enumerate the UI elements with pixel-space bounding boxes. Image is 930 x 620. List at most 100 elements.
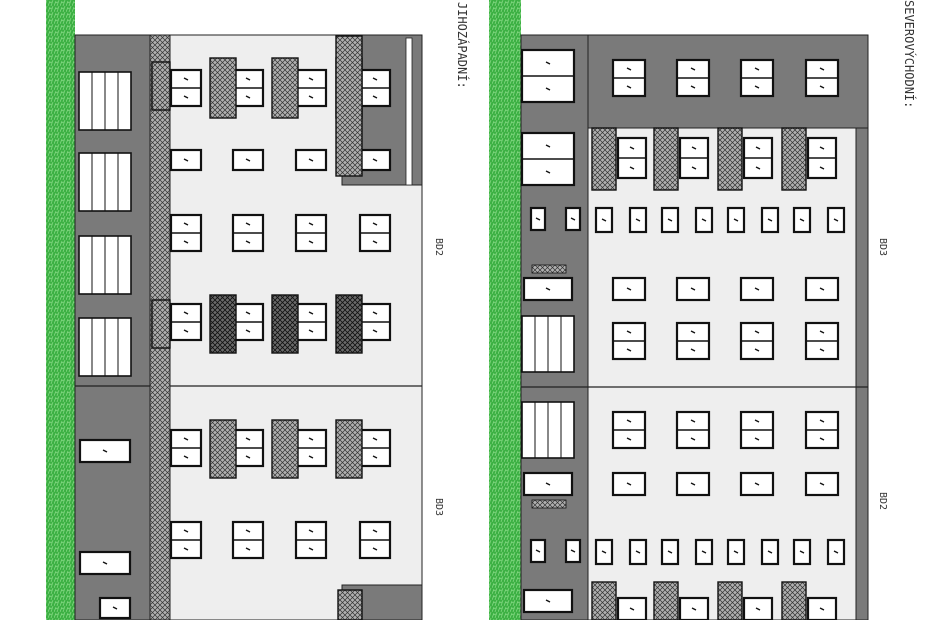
window xyxy=(760,538,780,566)
window xyxy=(529,538,547,564)
right-building-label-2: BD2 xyxy=(877,492,888,510)
balcony-railing xyxy=(271,294,299,354)
window xyxy=(826,206,846,234)
vent-grille xyxy=(531,264,567,274)
right-windows xyxy=(594,58,846,566)
window xyxy=(804,410,840,450)
window xyxy=(611,410,647,450)
left-building-label-1: BD2 xyxy=(433,238,444,256)
window xyxy=(294,213,328,253)
window xyxy=(520,131,576,187)
window xyxy=(678,136,710,180)
balcony-railing xyxy=(151,61,171,111)
window xyxy=(806,136,838,180)
window xyxy=(804,471,840,497)
window xyxy=(678,596,710,620)
window xyxy=(694,206,714,234)
balcony-railing xyxy=(209,419,237,479)
window xyxy=(529,206,547,232)
window xyxy=(520,48,576,104)
window xyxy=(742,596,774,620)
window xyxy=(660,206,680,234)
window xyxy=(169,68,203,108)
window xyxy=(231,302,265,342)
window xyxy=(611,471,647,497)
window xyxy=(169,520,203,560)
window xyxy=(660,538,680,566)
balcony-railing xyxy=(337,589,363,620)
window xyxy=(358,68,392,108)
garage-door xyxy=(521,401,575,459)
garage-door xyxy=(78,317,132,377)
window xyxy=(358,148,392,172)
balcony-railing xyxy=(209,57,237,119)
right-grass-strip xyxy=(489,0,521,620)
window xyxy=(169,428,203,468)
window xyxy=(358,428,392,468)
window xyxy=(522,471,574,497)
balcony-railing xyxy=(591,581,617,620)
window xyxy=(628,538,648,566)
window xyxy=(78,550,132,576)
right-elevation-title: SEVEROVÝCHODNÍ: xyxy=(902,0,917,108)
window xyxy=(358,213,392,253)
window xyxy=(628,206,648,234)
window xyxy=(739,410,775,450)
garage-door xyxy=(78,71,132,131)
window xyxy=(675,471,711,497)
window xyxy=(294,148,328,172)
window xyxy=(169,302,203,342)
window xyxy=(611,276,647,302)
window xyxy=(594,206,614,234)
balcony-railing xyxy=(335,419,363,479)
window xyxy=(739,58,775,98)
window xyxy=(792,206,812,234)
window xyxy=(358,520,392,560)
balcony-railing xyxy=(717,581,743,620)
window xyxy=(675,276,711,302)
garage-door xyxy=(78,152,132,212)
window xyxy=(726,538,746,566)
balcony-railing xyxy=(781,127,807,191)
right-building-label-1: BD3 xyxy=(877,238,888,256)
window xyxy=(78,438,132,464)
window xyxy=(169,213,203,253)
window xyxy=(231,213,265,253)
window xyxy=(675,321,711,361)
window xyxy=(694,538,714,566)
left-elevation-title: JIHOZÁPADNÍ: xyxy=(455,2,470,89)
right-roof-edge xyxy=(855,127,869,620)
window xyxy=(826,538,846,566)
window xyxy=(742,136,774,180)
right-balconies xyxy=(591,127,838,620)
right-elevation xyxy=(489,0,869,620)
window xyxy=(804,58,840,98)
left-attic-edge xyxy=(405,37,413,186)
window xyxy=(611,58,647,98)
garage-door xyxy=(521,315,575,373)
right-garage-doors xyxy=(520,48,582,614)
balcony-railing xyxy=(781,581,807,620)
window xyxy=(726,206,746,234)
balcony-railing xyxy=(591,127,617,191)
window xyxy=(616,596,648,620)
left-building-label-2: BD3 xyxy=(433,498,444,516)
window xyxy=(804,276,840,302)
window xyxy=(739,321,775,361)
window xyxy=(675,58,711,98)
left-balconies xyxy=(151,35,363,620)
balcony-railing xyxy=(653,127,679,191)
window xyxy=(792,538,812,566)
window xyxy=(804,321,840,361)
window xyxy=(594,538,614,566)
left-elevation xyxy=(46,0,423,620)
window xyxy=(294,428,328,468)
balcony-railing xyxy=(335,294,363,354)
left-windows xyxy=(169,68,392,560)
window xyxy=(522,588,574,614)
window xyxy=(294,520,328,560)
window xyxy=(760,206,780,234)
window xyxy=(739,276,775,302)
balcony-railing xyxy=(717,127,743,191)
